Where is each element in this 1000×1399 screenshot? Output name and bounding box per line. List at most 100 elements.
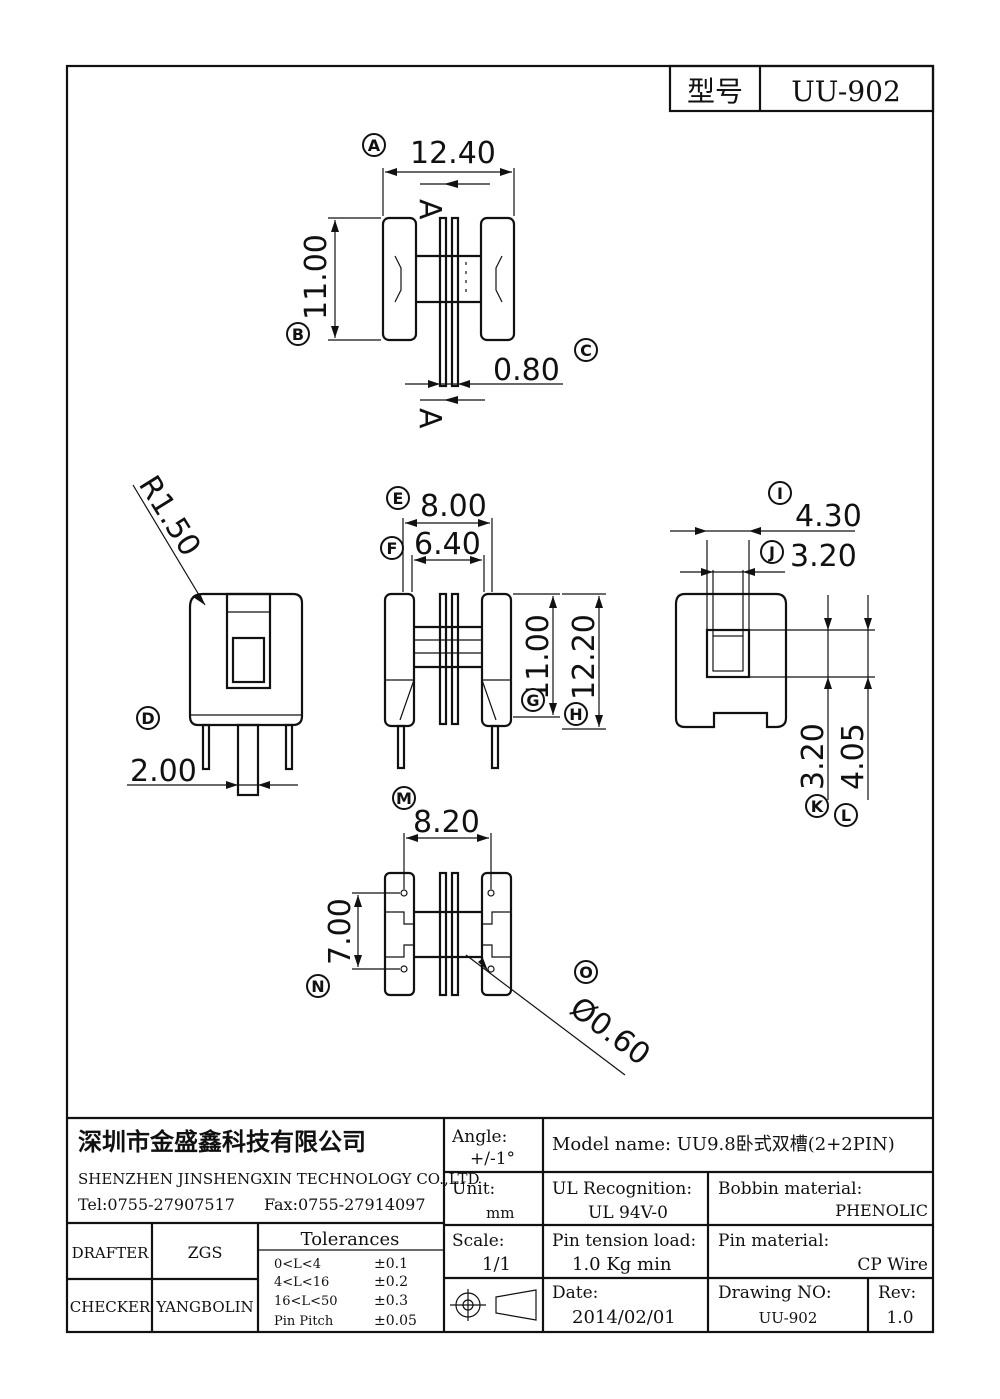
callout-o: O [574,960,598,984]
dim-right-w2: 3.20 [790,539,857,574]
unit-value: mm [486,1204,514,1222]
callout-h: H [564,702,588,726]
tension-value: 1.0 Kg min [572,1254,672,1275]
rev-label: Rev: [878,1283,916,1303]
dim-right-w1: 4.30 [795,499,862,534]
svg-text:E: E [393,489,404,508]
callout-k: K [805,794,829,818]
svg-text:H: H [569,705,582,724]
tolerance-row: 0<L<4 ±0.1 [274,1256,408,1272]
svg-text:16<L<50: 16<L<50 [274,1294,338,1309]
tolerances-title: Tolerances [301,1229,400,1250]
sheet-border [65,64,935,1334]
callout-b: B [286,322,310,346]
model-code: UU-902 [791,75,901,108]
section-a-top: A [412,199,447,220]
bottom-view: 8.20 7.00 Ø0.60 M N O [306,786,656,1076]
dim-bottom-hole: Ø0.60 [563,990,656,1072]
svg-text:O: O [579,963,593,982]
svg-text:G: G [526,691,539,710]
callout-e: E [386,486,410,510]
scale-label: Scale: [452,1231,505,1251]
tolerance-row: 4<L<16 ±0.2 [274,1274,408,1290]
projection-symbol-icon [450,1289,537,1321]
drafter-name: ZGS [188,1243,223,1262]
model-box: 型号 UU-902 [668,64,935,113]
model-label: 型号 [687,75,743,108]
callout-i: I [768,481,792,505]
callout-j: J [760,540,784,564]
svg-text:±0.1: ±0.1 [374,1256,408,1272]
dim-left-radius: R1.50 [131,470,207,563]
svg-text:±0.3: ±0.3 [374,1293,408,1309]
dim-top-pin: 0.80 [493,353,560,388]
svg-text:A: A [368,136,381,155]
company-name-cn: 深圳市金盛鑫科技有限公司 [78,1127,366,1156]
ul-value: UL 94V-0 [588,1203,668,1223]
callout-d: D [136,706,160,730]
drawing-no-label: Drawing NO: [718,1283,832,1303]
svg-text:0<L<4: 0<L<4 [274,1257,321,1272]
dim-front-h2: 12.20 [567,614,602,700]
callout-f: F [380,536,404,560]
svg-text:N: N [311,977,324,996]
callout-l: L [834,803,858,827]
dim-bottom-pitch: 7.00 [323,898,358,965]
svg-text:J: J [768,543,775,562]
callout-n: N [306,974,330,998]
svg-text:M: M [396,789,412,808]
title-block: 深圳市金盛鑫科技有限公司 SHENZHEN JINSHENGXIN TECHNO… [67,1116,933,1332]
top-view: 12.40 A 11.00 0.80 A A B C [286,133,598,429]
checker-label: CHECKER [70,1298,151,1316]
drawing-no-value: UU-902 [759,1309,818,1327]
dim-right-v2: 4.05 [836,723,871,790]
dim-front-inner: 6.40 [414,527,481,562]
svg-text:4<L<16: 4<L<16 [274,1275,329,1290]
svg-text:D: D [141,709,154,728]
model-name: Model name: UU9.8卧式双槽(2+2PIN) [552,1134,895,1155]
scale-value: 1/1 [482,1254,511,1275]
pin-material-label: Pin material: [718,1231,829,1251]
tension-label: Pin tension load: [552,1231,696,1251]
svg-text:Pin Pitch: Pin Pitch [274,1314,334,1329]
ul-label: UL Recognition: [552,1179,692,1199]
bobbin-value: PHENOLIC [835,1201,928,1220]
date-label: Date: [552,1283,598,1303]
dim-right-v1: 3.20 [796,723,831,790]
tolerance-row: Pin Pitch ±0.05 [274,1313,417,1329]
company-fax: Fax:0755-27914097 [264,1195,426,1214]
svg-text:K: K [811,797,824,816]
svg-text:C: C [580,341,592,360]
dim-top-height: 11.00 [299,234,334,320]
svg-text:I: I [777,484,783,503]
callout-a: A [362,133,386,157]
dim-front-outer: 8.00 [420,489,487,524]
callout-g: G [521,688,545,712]
company-tel: Tel:0755-27907517 [78,1195,235,1214]
svg-text:L: L [841,806,851,825]
unit-label: Unit: [452,1179,495,1199]
callout-c: C [574,338,598,362]
section-a-bottom: A [412,408,447,429]
svg-text:F: F [387,539,398,558]
svg-text:±0.2: ±0.2 [374,1274,408,1290]
dim-top-width: 12.40 [410,136,496,171]
left-view: R1.50 2.00 D [127,470,304,797]
drafter-label: DRAFTER [72,1244,150,1262]
front-view: 8.00 6.40 11.00 12.20 E F G H [380,486,606,770]
svg-text:±0.05: ±0.05 [374,1313,417,1329]
angle-label: Angle: [451,1127,507,1147]
tolerance-row: 16<L<50 ±0.3 [274,1293,408,1309]
dim-left-pitch: 2.00 [130,754,197,789]
svg-text:B: B [292,325,304,344]
dim-front-h1: 11.00 [521,614,556,700]
bobbin-label: Bobbin material: [718,1179,862,1199]
rev-value: 1.0 [886,1308,913,1328]
dim-bottom-span: 8.20 [413,805,480,840]
angle-value: +/-1° [470,1149,515,1169]
company-name-en: SHENZHEN JINSHENGXIN TECHNOLOGY CO.,LTD [78,1170,480,1188]
checker-name: YANGBOLIN [155,1298,253,1316]
callout-m: M [392,786,416,810]
right-view: 4.30 3.20 3.20 4.05 I J K L [670,481,875,827]
